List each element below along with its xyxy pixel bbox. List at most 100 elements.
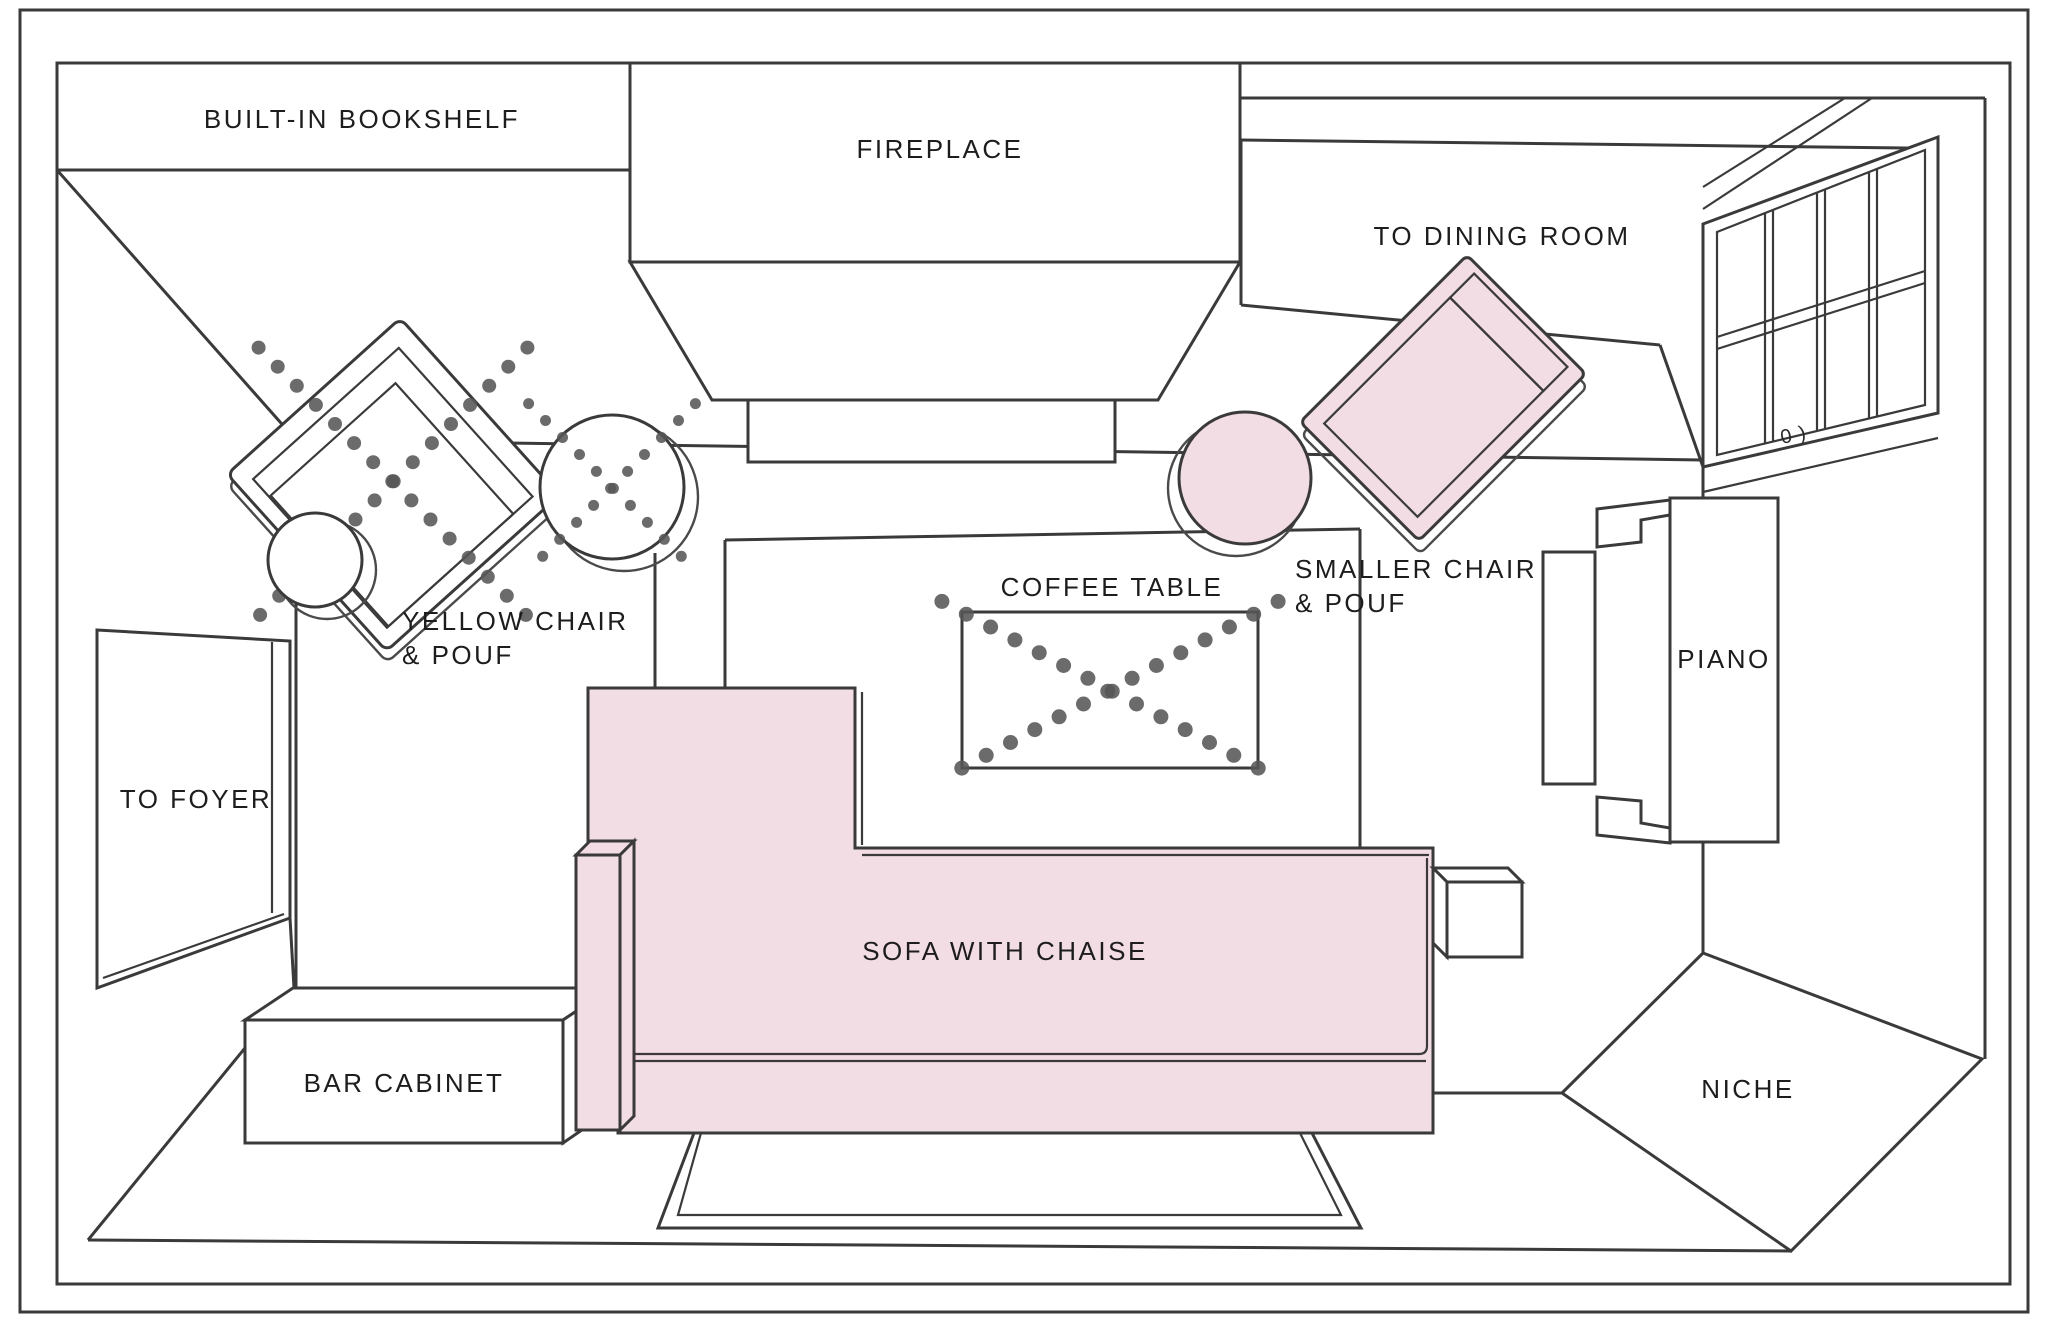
yellow-pouf [266,511,364,609]
side-table-x-dot [557,432,568,443]
yellow-chair-x-dot [308,397,323,412]
side-table-x-dot [554,533,566,545]
niche-outline [1559,951,1985,1253]
foyer-door: TO FOYER [95,628,296,991]
coffee-table-x-dot [954,760,970,776]
bar-cabinet-top [240,986,616,1022]
smaller-chair-label-line2: & POUF [1295,588,1407,618]
yellow-chair-x-dot [289,378,304,393]
yellow-chair-x-dot [444,417,458,431]
smaller-pouf [1177,410,1313,546]
dining-label: TO DINING ROOM [1374,221,1631,251]
window-frame-inner [1715,148,1927,457]
yellow-chair-label-line2: & POUF [402,640,514,670]
coffee-table-x-dot [1027,722,1043,738]
side-table-x-dot [605,482,617,494]
yellow-chair-label-line1: YELLOW CHAIR [402,606,629,636]
window-latch-icon: 0 ) [1778,422,1808,449]
coffee-table-x-dot [1076,696,1091,712]
coffee-table-x-dot [1129,696,1144,712]
side-table-x-dot [689,398,701,410]
coffee-table-x-dot [1007,632,1023,648]
side-table-x-dot [656,432,667,443]
yellow-chair-x-dot [366,455,381,470]
coffee-table-x-dot [1100,683,1116,699]
bar-cabinet-label: BAR CABINET [304,1068,505,1098]
yellow-chair-x-dot [328,417,342,431]
rug-front-border-inner [676,1132,1343,1217]
coffee-table-label: COFFEE TABLE [1001,572,1224,602]
window-rail-2 [1716,281,1926,351]
foyer-label: TO FOYER [120,784,272,814]
yellow-chair-x-dot [520,340,535,355]
side-table-x-dot [540,415,551,426]
coffee-table-x-dot [1173,645,1189,661]
window-rail-1 [1716,269,1926,339]
cube-table-front [1445,880,1524,959]
yellow-chair-x-dot [348,512,363,527]
cube-table-side [1431,864,1449,961]
corner-cornice-line-1 [1702,97,1846,188]
bookshelf-band [55,61,635,172]
sofa-label: SOFA WITH CHAISE [862,936,1148,966]
yellow-chair-x-dot [518,607,533,622]
yellow-chair-x-dot [501,359,516,374]
coffee-table-x-dot [1250,760,1266,776]
built-in-bookshelf: BUILT-IN BOOKSHELF [55,61,635,172]
side-table-x-dot [590,465,602,477]
right-corner-slant [1658,344,1705,468]
coffee-table-x-dot [1056,658,1072,673]
niche-label: NICHE [1701,1074,1794,1104]
coffee-table-x-dot [1226,747,1242,763]
window-frame-outer [1701,134,1940,469]
coffee-table-x-dot [1080,670,1096,686]
yellow-chair-x-dot [461,550,476,565]
smaller-chair-label-line1: SMALLER CHAIR [1295,554,1537,584]
yellow-chair-x-dot [404,493,419,508]
yellow-chair-x-dot [367,493,382,508]
bar-cabinet: BAR CABINET [240,985,616,1146]
yellow-chair-x-dot [424,436,439,451]
coffee-table-x-dot [1031,645,1047,661]
coffee-table-x-dot [934,593,950,609]
coffee-table-x-dot [1246,606,1262,622]
side-table-x-dot [641,516,653,528]
yellow-chair-x-dot [253,607,268,622]
coffee-table-x-dot [1221,619,1237,635]
foyer-threshold-inner [102,912,285,980]
side-table-x-dot [588,499,600,511]
smaller-chair-outer [1301,256,1585,540]
fireplace-label: FIREPLACE [857,134,1024,164]
side-table-x-dot [537,550,549,562]
dining-top-edge [1240,138,1909,150]
side-table-x-dot [622,465,634,477]
piano-arm-top [1595,498,1672,549]
yellow-chair-x-dot [442,531,457,546]
piano-body [1668,496,1780,844]
window: 0 ) [1701,134,1940,494]
fireplace-surround [627,260,1243,402]
yellow-chair-x-dot [480,569,495,584]
fireplace: FIREPLACE [627,61,1243,464]
yellow-chair-x-dot [251,340,266,355]
outer-border [18,8,2030,1314]
yellow-chair-x-dot [463,397,478,412]
angled-wall-line [55,169,298,441]
yellow-chair-x-dot [270,359,285,374]
bar-cabinet-front [243,1018,565,1145]
piano-label: PIANO [1677,644,1770,674]
coffee-table-x-dot [1153,709,1169,725]
coffee-table-x-dot [1202,735,1217,750]
corner-cornice-line-2 [1702,97,1873,210]
coffee-table-x-dot [978,747,994,763]
coffee-table-x-dot [1197,632,1213,648]
window-sill-line [1702,436,1939,494]
yellow-chair-x-dot [386,474,401,489]
coffee-table-x-dot [1148,658,1164,673]
yellow-chair-group: YELLOW CHAIR & POUF [228,320,701,670]
coffee-table-x-dots [934,593,1286,776]
yellow-chair-x-dot [423,512,438,527]
fireplace-body [628,61,1242,264]
fireplace-hearth [746,398,1117,464]
